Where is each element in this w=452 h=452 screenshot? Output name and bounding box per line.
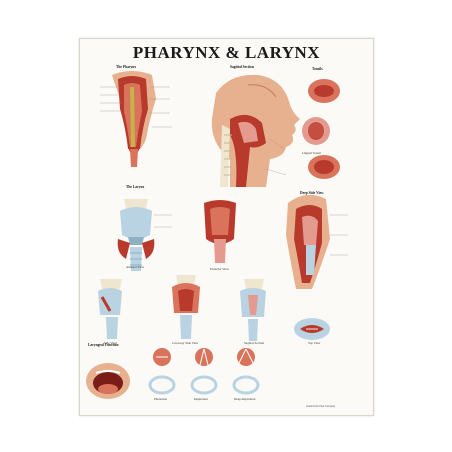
larynx-posterior-illustration xyxy=(204,200,236,263)
illustrations xyxy=(86,71,348,399)
label-sagittal-section: Sagittal Section xyxy=(230,65,254,69)
label-leader-lines xyxy=(100,86,348,256)
publisher-mark: Anatomical Chart Company xyxy=(306,405,336,408)
label-anterior-view: Anterior View xyxy=(126,265,145,269)
label-laryngeal-function: Laryngeal Function xyxy=(88,343,119,347)
anatomy-poster: PHARYNX & LARYNX xyxy=(79,38,374,416)
sagittal-head-illustration xyxy=(211,74,300,187)
glottis-inspiration xyxy=(190,348,218,395)
pharynx-illustration xyxy=(112,71,156,167)
label-sagittal-section-2: Sagittal Section xyxy=(244,341,265,345)
label-phonation: Phonation xyxy=(154,397,167,401)
larynx-anterior-illustration xyxy=(117,199,155,271)
tonsils-illustration xyxy=(302,79,340,179)
label-deep-side-view: Deep Side View xyxy=(300,191,324,195)
larynx-side-view-illustration xyxy=(98,279,122,339)
larynx-sagittal-illustration xyxy=(240,279,266,341)
glottis-deep-inspiration xyxy=(232,348,260,395)
label-the-larynx: The Larynx xyxy=(126,185,145,189)
larynx-top-view-illustration xyxy=(294,318,330,340)
glottis-phonation xyxy=(148,348,176,395)
label-cutaway-side-view: Cut-away Side View xyxy=(172,341,199,345)
label-side-view: Side View xyxy=(104,341,118,345)
label-deep-inspiration: Deep Inspiration xyxy=(234,397,256,401)
label-inspiration: Inspiration xyxy=(194,397,208,401)
poster-title: PHARYNX & LARYNX xyxy=(132,43,321,62)
larynx-cutaway-illustration xyxy=(172,275,200,339)
label-the-pharynx: The Pharynx xyxy=(116,65,137,69)
label-posterior-view: Posterior View xyxy=(210,267,229,271)
label-tonsils: Tonsils xyxy=(312,67,323,71)
label-top-view: Top View xyxy=(308,341,321,345)
deep-side-view-illustration xyxy=(286,194,330,289)
label-lingual-tonsil: Lingual Tonsil xyxy=(302,151,321,155)
laryngeal-function-mouth xyxy=(86,363,130,399)
